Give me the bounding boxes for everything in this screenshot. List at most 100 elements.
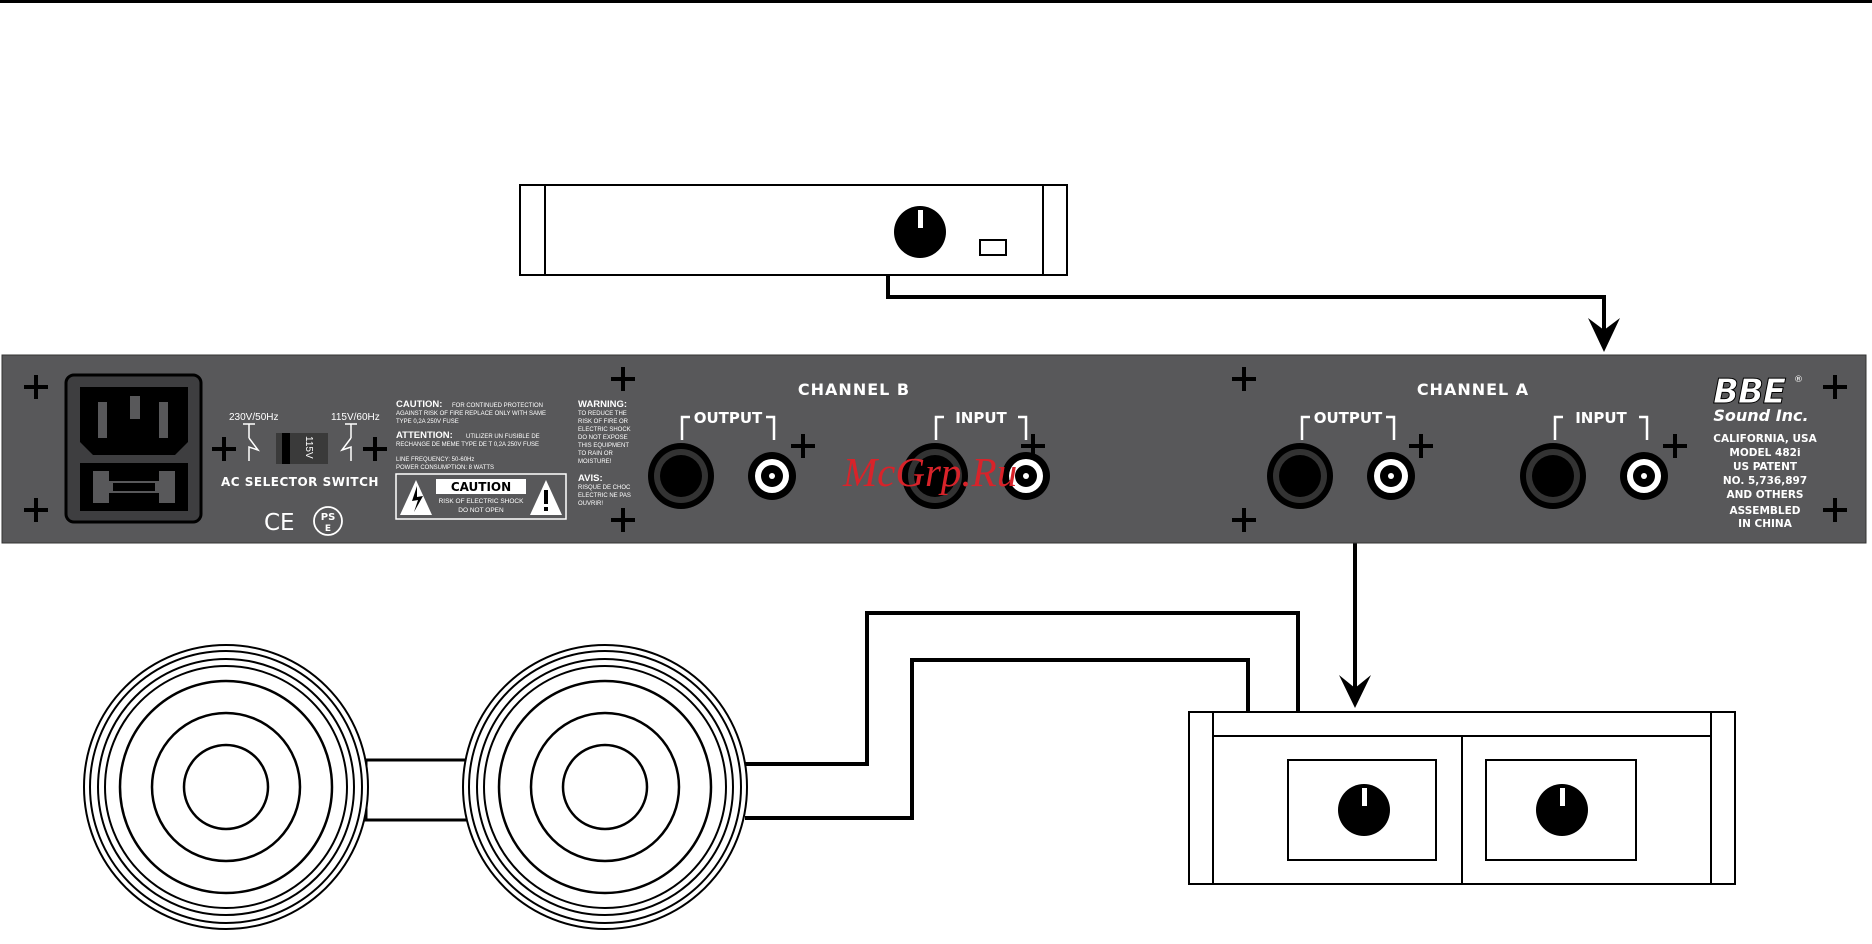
- speaker-right: [462, 644, 748, 930]
- warning-title: WARNING:: [578, 399, 627, 410]
- warning-line: TO REDUCE THE: [578, 411, 627, 417]
- arrow-to-amp-icon: [1339, 675, 1371, 708]
- screw-icon: [363, 437, 387, 461]
- screw-icon: [791, 434, 815, 458]
- caution-text-block: CAUTION: FOR CONTINUED PROTECTION AGAINS…: [395, 399, 567, 520]
- channel-b-input-rca-jack[interactable]: [1002, 452, 1050, 500]
- amp-knob-left: [1338, 784, 1390, 836]
- speaker-cables: [745, 611, 1300, 820]
- voltage-label-230: 230V/50Hz: [229, 412, 278, 423]
- brand-reg-mark: ®: [1794, 375, 1803, 385]
- caution-title: CAUTION:: [396, 399, 442, 410]
- channel-a-output-bracket: [1300, 415, 1396, 440]
- warning-line: RISK OF FIRE OR: [578, 419, 629, 425]
- screw-icon: [1232, 508, 1256, 532]
- caution-box-title: CAUTION: [451, 480, 511, 494]
- brand-info-line: IN CHINA: [1738, 518, 1793, 530]
- avis-title: AVIS:: [578, 473, 603, 484]
- amp-knob-right: [1536, 784, 1588, 836]
- warning-line: TO RAIN OR: [578, 451, 614, 457]
- channel-b-input-quarter-inch-jack[interactable]: [902, 443, 968, 509]
- channel-a-input-rca-jack[interactable]: [1620, 452, 1668, 500]
- avis-line: OUVRIR!: [578, 501, 603, 507]
- brand-company: Sound Inc.: [1713, 406, 1808, 425]
- brand-info-line: MODEL 482i: [1729, 447, 1800, 459]
- channel-b-input-bracket: [934, 415, 1028, 440]
- channel-b: CHANNEL B OUTPUT INPUT: [648, 380, 1050, 509]
- channel-b-output-label: OUTPUT: [694, 409, 763, 427]
- caution-line-1: FOR CONTINUED PROTECTION: [452, 403, 543, 409]
- caution-line-2: AGAINST RISK OF FIRE REPLACE ONLY WITH S…: [396, 411, 546, 417]
- screw-icon: [611, 367, 635, 391]
- pse-mark-e: E: [325, 524, 331, 534]
- brand-block: BBE ® Sound Inc. CALIFORNIA, USA MODEL 4…: [1713, 372, 1818, 531]
- channel-b-output-bracket: [680, 415, 776, 440]
- attention-line-2: RECHANGE DE MEME TYPE DE T 0,2A 250V FUS…: [396, 442, 539, 448]
- ground-symbol-left-icon: [243, 423, 261, 461]
- channel-b-input-label: INPUT: [955, 409, 1007, 427]
- screw-icon: [1823, 498, 1847, 522]
- brand-info-line: ASSEMBLED: [1730, 505, 1801, 517]
- pse-mark-icon: [313, 506, 343, 536]
- warning-line: ELECTRIC SHOCK: [578, 427, 631, 433]
- arrow-to-input-icon: [1588, 318, 1620, 352]
- channel-a-output-quarter-inch-jack[interactable]: [1267, 443, 1333, 509]
- voltage-switch-label: 115V: [303, 436, 314, 459]
- speaker-left: [83, 644, 369, 930]
- source-device-jack: [979, 239, 1007, 256]
- avis-line: RISQUE DE CHOC: [578, 485, 631, 491]
- speaker-pair: [83, 644, 748, 930]
- channel-a-output-rca-jack[interactable]: [1367, 452, 1415, 500]
- watermark: McGrp.Ru: [842, 449, 1017, 495]
- brand-info-line: CALIFORNIA, USA: [1713, 433, 1817, 445]
- attention-line-1: UTILIZER UN FUSIBLE DE: [466, 434, 540, 440]
- caution-label-box: CAUTION RISK OF ELECTRIC SHOCK DO NOT OP…: [395, 473, 567, 520]
- screw-icon: [24, 498, 48, 522]
- source-device-knob: [894, 206, 946, 258]
- voltage-selector: 230V/50Hz 115V/60Hz 115V AC SELECTOR SWI…: [221, 412, 380, 489]
- caution-line-3: TYPE 0,2A 250V FUSE: [396, 419, 459, 425]
- brand-logo: BBE: [1713, 372, 1786, 412]
- pse-mark-ps: PS: [321, 512, 336, 523]
- screw-icon: [1409, 434, 1433, 458]
- ac-selector-label: AC SELECTOR SWITCH: [221, 475, 379, 489]
- brand-info-line: AND OTHERS: [1727, 489, 1804, 501]
- power-consumption: POWER CONSUMPTION: 8 WATTS: [396, 465, 494, 471]
- cable-source-to-input: [886, 275, 1606, 330]
- brand-info-line: NO. 5,736,897: [1723, 475, 1807, 487]
- rack-unit-rear-panel: 230V/50Hz 115V/60Hz 115V AC SELECTOR SWI…: [1, 354, 1867, 544]
- screw-icon: [1232, 367, 1256, 391]
- caution-box-line-2: DO NOT OPEN: [458, 507, 504, 514]
- line-frequency: LINE FREQUENCY: 50-60Hz: [396, 457, 474, 463]
- channel-a: CHANNEL A OUTPUT INPUT: [1267, 380, 1668, 509]
- screw-icon: [212, 437, 236, 461]
- channel-b-output-quarter-inch-jack[interactable]: [648, 443, 714, 509]
- caution-box-line-1: RISK OF ELECTRIC SHOCK: [439, 498, 525, 505]
- channel-a-output-label: OUTPUT: [1314, 409, 1383, 427]
- channel-a-input-bracket: [1553, 415, 1649, 440]
- certification-marks: CE PS E: [264, 506, 343, 536]
- screw-icon: [24, 375, 48, 399]
- top-border-rule: [0, 0, 1872, 3]
- power-inlet: [64, 373, 203, 524]
- channel-a-input-quarter-inch-jack[interactable]: [1520, 443, 1586, 509]
- channel-b-title: CHANNEL B: [798, 380, 910, 399]
- speaker-bridge: [364, 758, 474, 822]
- brand-info-line: US PATENT: [1733, 461, 1798, 473]
- screw-icon: [1663, 434, 1687, 458]
- channel-b-output-rca-jack[interactable]: [748, 452, 796, 500]
- warning-line: THIS EQUIPMENT: [578, 443, 629, 449]
- amplifier: [1188, 711, 1736, 885]
- avis-line: ELECTRIC NE PAS: [578, 493, 631, 499]
- ground-symbol-right-icon: [339, 423, 357, 461]
- source-device: [519, 184, 1068, 276]
- screw-icon: [611, 508, 635, 532]
- ce-mark: CE: [264, 510, 295, 536]
- attention-title: ATTENTION:: [396, 430, 453, 441]
- screw-icon: [1823, 375, 1847, 399]
- warning-text-block: WARNING: TO REDUCE THE RISK OF FIRE OR E…: [578, 399, 631, 507]
- channel-a-input-label: INPUT: [1575, 409, 1627, 427]
- voltage-label-115: 115V/60Hz: [331, 412, 380, 423]
- warning-line: DO NOT EXPOSE: [578, 435, 628, 441]
